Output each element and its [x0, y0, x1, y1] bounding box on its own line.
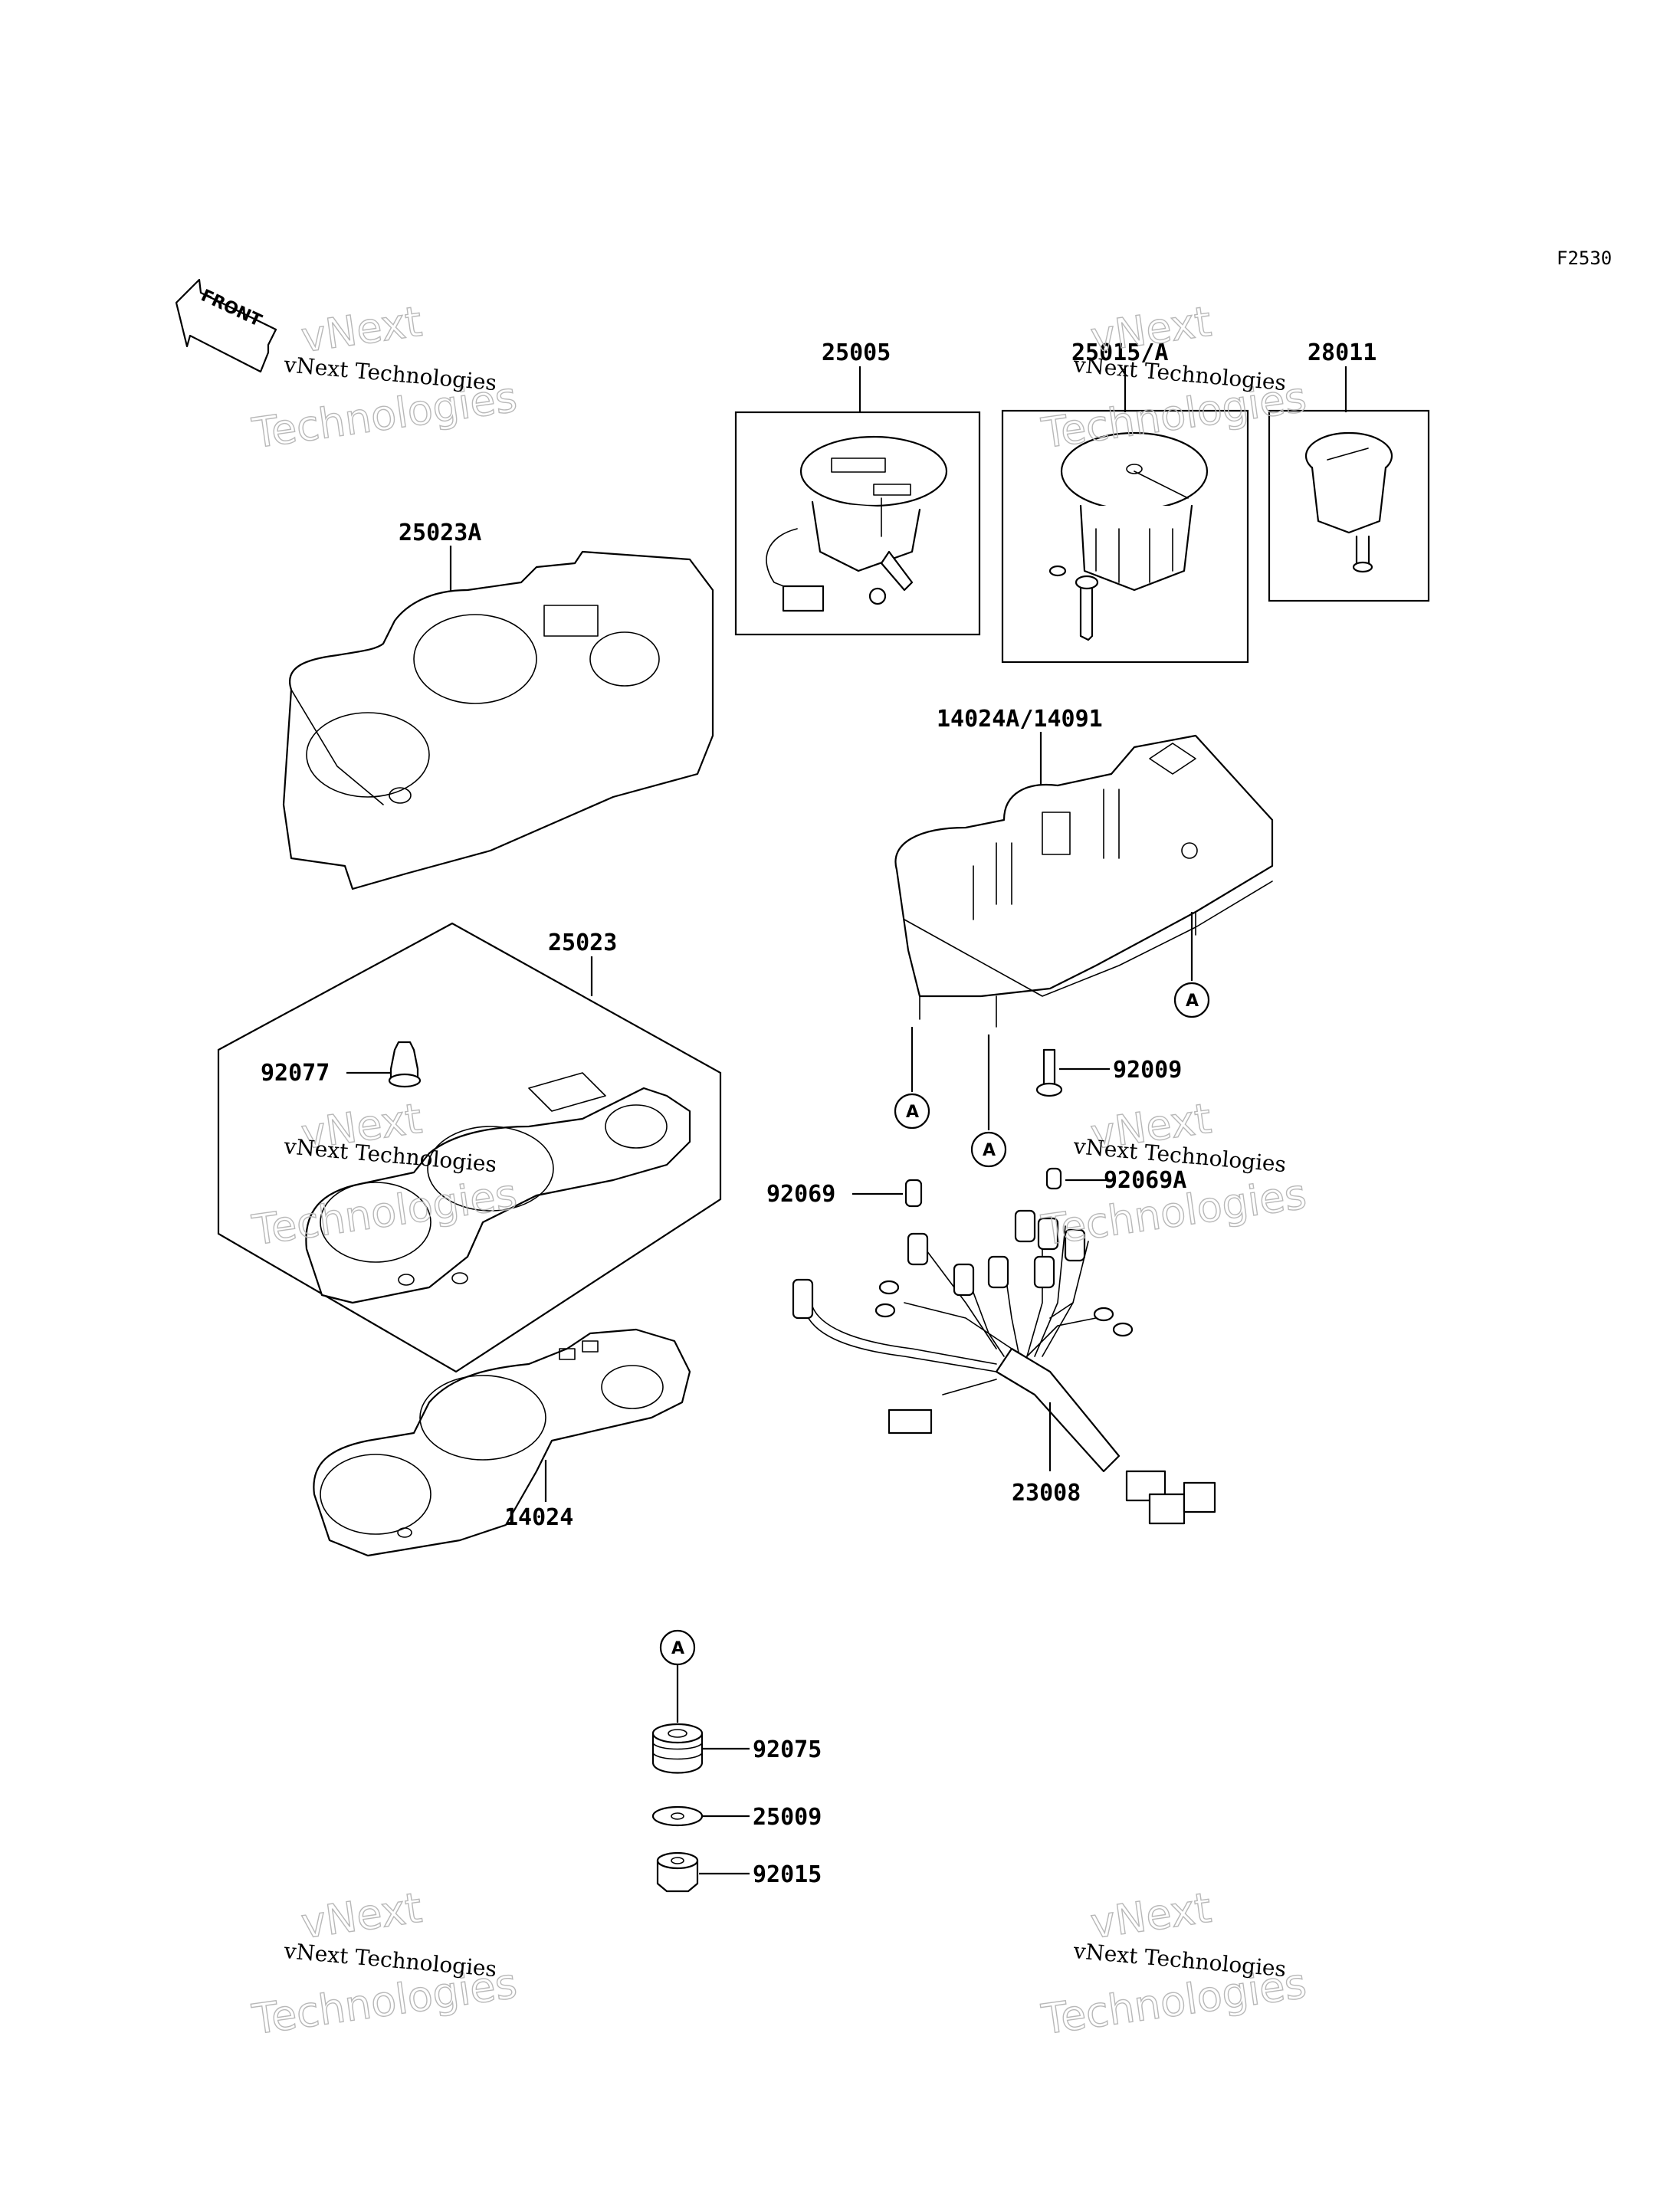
gauge-unit-icon — [1304, 431, 1393, 573]
ref-mark-a-3 — [970, 1131, 1007, 1168]
bulb-icon-a — [1045, 1167, 1062, 1190]
part-label-28011: 28011 — [1308, 339, 1376, 366]
part-label-25005: 25005 — [822, 339, 891, 366]
part-label-14024: 14024 — [504, 1504, 573, 1531]
part-frame-25023 — [217, 922, 722, 1373]
part-label-92075: 92075 — [753, 1736, 822, 1763]
tachometer-unit-icon — [766, 435, 948, 612]
ref-mark-a-1 — [1173, 982, 1210, 1018]
part-25023a-group: 25023A — [282, 520, 714, 890]
part-box-25005 — [734, 411, 981, 636]
wiring-harness-icon — [792, 1209, 1216, 1525]
meter-upper-cover-icon — [282, 550, 714, 890]
watermark-1-text: vNext Technologies — [282, 352, 497, 395]
part-14024a-group: 14024A/14091 A A A — [894, 706, 1274, 1168]
meter-case-icon — [894, 734, 1274, 1028]
figure-id: F2530 — [1557, 248, 1612, 269]
meter-lens-icon — [305, 1072, 691, 1304]
svg-text:vNext: vNext — [1088, 1884, 1214, 1948]
part-label-92069a: 92069A — [1104, 1167, 1186, 1194]
part-label-23008: 23008 — [1012, 1480, 1081, 1507]
part-25005-group: 25005 — [734, 339, 981, 636]
ref-mark-a-3-text: A — [983, 1141, 996, 1160]
front-arrow-icon: FRONT — [175, 278, 277, 373]
ref-mark-a-4-text: A — [671, 1639, 684, 1658]
part-label-92009: 92009 — [1113, 1057, 1182, 1084]
screw-icon — [1035, 1048, 1063, 1097]
svg-text:vNext: vNext — [298, 297, 425, 362]
part-23008-group: 92069 92069A — [766, 1167, 1216, 1525]
part-box-25015a — [1001, 409, 1249, 664]
svg-text:vNext: vNext — [298, 1884, 425, 1948]
part-label-25023a: 25023A — [399, 520, 481, 546]
part-25023-group: 25023 — [217, 922, 722, 1373]
mounting-hardware-group: A 92075 25009 92015 — [651, 1629, 822, 1893]
svg-text:vNext: vNext — [1088, 297, 1214, 362]
part-label-14024a: 14024A/14091 — [937, 706, 1103, 733]
grommet-icon — [388, 1041, 422, 1088]
ref-mark-a-2 — [894, 1093, 930, 1130]
part-25015a-group: 25015/A — [1001, 339, 1249, 664]
part-92077-group: 92077 — [261, 1041, 422, 1088]
collar-nut-icon — [656, 1851, 699, 1893]
part-28011-group: 28011 — [1268, 339, 1430, 602]
part-label-25015a: 25015/A — [1071, 339, 1168, 366]
speedometer-unit-icon — [1048, 431, 1209, 641]
ref-mark-a-2-text: A — [906, 1103, 919, 1122]
part-14024-group: 14024 — [313, 1328, 691, 1557]
part-92009-group: 92009 — [1035, 1048, 1182, 1097]
watermark-5-text: vNext Technologies — [282, 1938, 497, 1982]
bulb-icon — [904, 1179, 923, 1208]
part-label-25023: 25023 — [548, 930, 617, 956]
part-label-25009: 25009 — [753, 1804, 822, 1831]
ref-mark-a-1-text: A — [1186, 992, 1199, 1011]
meter-gasket-icon — [313, 1328, 691, 1557]
part-label-92069: 92069 — [766, 1181, 835, 1208]
part-box-28011 — [1268, 409, 1430, 602]
watermark-2-text: vNext Technologies — [1071, 352, 1287, 395]
part-label-92077: 92077 — [261, 1060, 330, 1087]
rubber-damper-icon — [651, 1723, 704, 1774]
watermark-6-text: vNext Technologies — [1071, 1938, 1287, 1982]
washer-icon — [651, 1805, 704, 1827]
part-label-92015: 92015 — [753, 1861, 822, 1888]
